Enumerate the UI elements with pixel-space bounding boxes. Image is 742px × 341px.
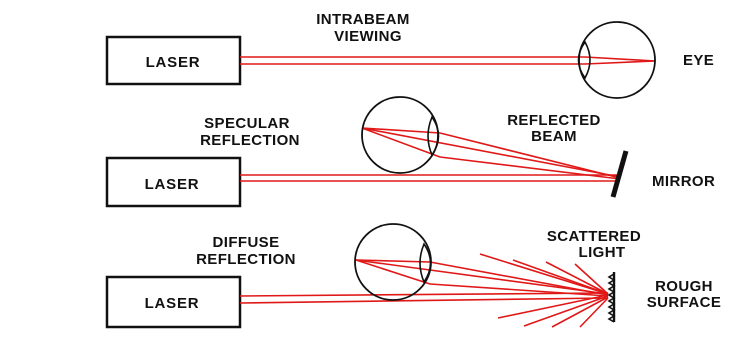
intrabeam-caption-line-1: INTRABEAM	[316, 11, 410, 28]
diffuse-eye-ray-1	[355, 259, 609, 295]
specular-eye-ray-1	[361, 127, 441, 134]
diffuse-eye-ray-3	[429, 283, 609, 297]
specular-reflected-beam-1	[361, 127, 621, 178]
diffuse-caption-line-2: REFLECTION	[196, 251, 296, 268]
specular-reflected-beam-3	[439, 156, 621, 180]
rough-surface-label-line-1: ROUGH	[655, 278, 713, 295]
eye-3-lens	[419, 242, 432, 284]
intrabeam-beam-focus-top	[584, 56, 656, 62]
laser-box-3	[105, 275, 242, 329]
laser-box-2	[105, 156, 242, 208]
diffuse-caption-line-1: DIFFUSE	[213, 234, 280, 251]
scattered-light-label-line-1: SCATTERED	[547, 228, 641, 245]
diffuse-eye-ray-4	[355, 259, 431, 263]
mirror-label: MIRROR	[652, 173, 715, 190]
panel-specular: SPECULAR REFLECTION REFLECTED BEAM LASER…	[105, 96, 715, 208]
diffuse-incident-beam-bottom	[239, 297, 609, 304]
diffuse-eye-ray-2	[429, 261, 609, 296]
scatter-ray-7	[551, 296, 609, 328]
scatter-ray-6	[523, 295, 609, 327]
reflected-beam-label-line-1: REFLECTED	[507, 112, 601, 129]
mirror	[610, 150, 629, 198]
specular-caption-line-2: REFLECTION	[200, 132, 300, 149]
intrabeam-caption-line-2: VIEWING	[334, 28, 402, 45]
laser-box-1	[105, 35, 242, 86]
rough-surface-label-line-2: SURFACE	[647, 294, 721, 311]
scatter-ray-3	[545, 261, 609, 295]
panel-diffuse: DIFFUSE REFLECTION SCATTERED LIGHT ROUGH…	[105, 223, 721, 329]
scatter-ray-5	[497, 294, 609, 319]
scattered-light-label-line-2: LIGHT	[579, 244, 626, 261]
eye-1-lens	[577, 40, 591, 80]
diffuse-incident-beam-top	[239, 292, 609, 297]
scatter-ray-1	[479, 253, 609, 295]
specular-eye-ray-2	[361, 127, 441, 158]
specular-reflected-beam-2	[439, 132, 621, 179]
reflected-beam-label-line-2: BEAM	[531, 128, 577, 145]
diffuse-eye-ray-5	[355, 259, 431, 285]
scatter-ray-4	[574, 263, 609, 295]
intrabeam-beam-focus-bottom	[584, 60, 656, 65]
eye-label: EYE	[683, 52, 714, 69]
laser-label-3: LASER	[145, 295, 200, 312]
panel-intrabeam: INTRABEAM VIEWING LASER EYE	[105, 11, 714, 99]
scatter-ray-8	[579, 297, 609, 328]
rough-surface-texture	[607, 273, 616, 323]
eye-2-lens	[427, 115, 440, 157]
laser-label-1: LASER	[146, 54, 201, 71]
scatter-ray-2	[512, 259, 609, 295]
laser-label-2: LASER	[145, 176, 200, 193]
specular-caption-line-1: SPECULAR	[204, 115, 290, 132]
